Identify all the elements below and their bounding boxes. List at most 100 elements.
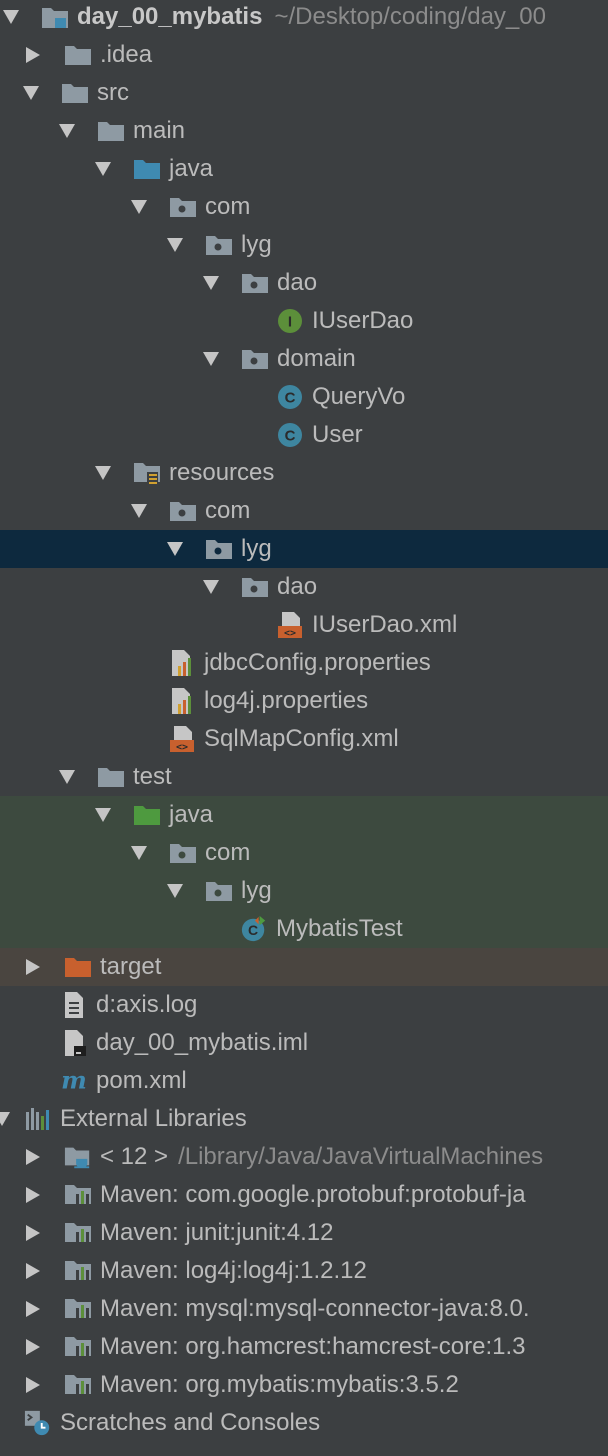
tree-row-iml[interactable]: day_00_mybatis.iml	[0, 1024, 608, 1062]
svg-text:C: C	[285, 390, 296, 407]
tree-row-res-lyg-selected[interactable]: lyg	[0, 530, 608, 568]
tree-row-library[interactable]: Maven: com.google.protobuf:protobuf-ja	[0, 1176, 608, 1214]
expand-arrow-icon[interactable]	[167, 884, 183, 898]
expand-arrow-icon[interactable]	[3, 10, 19, 24]
jdk-folder-icon	[64, 1143, 92, 1171]
svg-text:m: m	[61, 1067, 87, 1094]
tree-row-library[interactable]: Maven: org.mybatis:mybatis:3.5.2	[0, 1366, 608, 1404]
collapse-arrow-icon[interactable]	[26, 1377, 40, 1393]
tree-row-library[interactable]: Maven: junit:junit:4.12	[0, 1214, 608, 1252]
libraries-icon	[24, 1105, 52, 1133]
tree-label: User	[312, 421, 363, 448]
expand-arrow-icon[interactable]	[131, 200, 147, 214]
expand-arrow-icon[interactable]	[0, 1112, 10, 1126]
properties-file-icon	[168, 687, 196, 715]
tree-row-domain[interactable]: domain	[0, 340, 608, 378]
tree-row-target[interactable]: target	[0, 948, 608, 986]
tree-row-scratches[interactable]: Scratches and Consoles	[0, 1404, 608, 1442]
collapse-arrow-icon[interactable]	[26, 1301, 40, 1317]
expand-arrow-icon[interactable]	[167, 238, 183, 252]
tree-row-mybatistest[interactable]: C MybatisTest	[0, 910, 608, 948]
tree-label: Maven: org.mybatis:mybatis:3.5.2	[100, 1371, 459, 1398]
expand-arrow-icon[interactable]	[203, 580, 219, 594]
library-icon	[64, 1219, 92, 1247]
folder-icon	[97, 117, 125, 145]
tree-row-iuserdao-xml[interactable]: <> IUserDao.xml	[0, 606, 608, 644]
tree-row-test[interactable]: test	[0, 758, 608, 796]
expand-arrow-icon[interactable]	[59, 124, 75, 138]
tree-row-jdk[interactable]: < 12 > /Library/Java/JavaVirtualMachines	[0, 1138, 608, 1176]
tree-label: log4j.properties	[204, 687, 369, 714]
tree-row-library[interactable]: Maven: mysql:mysql-connector-java:8.0.	[0, 1290, 608, 1328]
library-icon	[64, 1295, 92, 1323]
tree-row-dao[interactable]: dao	[0, 264, 608, 302]
resources-folder-icon	[133, 459, 161, 487]
collapse-arrow-icon[interactable]	[26, 1225, 40, 1241]
expand-arrow-icon[interactable]	[131, 846, 147, 860]
tree-row-lyg[interactable]: lyg	[0, 226, 608, 264]
tree-row-library[interactable]: Maven: org.hamcrest:hamcrest-core:1.3	[0, 1328, 608, 1366]
test-class-icon: C	[240, 915, 268, 943]
expand-arrow-icon[interactable]	[95, 808, 111, 822]
tree-row-test-java[interactable]: java	[0, 796, 608, 834]
tree-row-res-dao[interactable]: dao	[0, 568, 608, 606]
tree-row-main-java[interactable]: java	[0, 150, 608, 188]
tree-row-idea[interactable]: .idea	[0, 36, 608, 74]
svg-text:<>: <>	[176, 742, 188, 753]
tree-row-resources[interactable]: resources	[0, 454, 608, 492]
package-icon	[169, 839, 197, 867]
tree-label: resources	[169, 459, 275, 486]
tree-row-log4j-properties[interactable]: log4j.properties	[0, 682, 608, 720]
tree-row-queryvo[interactable]: C QueryVo	[0, 378, 608, 416]
tree-label: main	[133, 117, 186, 144]
collapse-arrow-icon[interactable]	[26, 1187, 40, 1203]
tree-row-test-lyg[interactable]: lyg	[0, 872, 608, 910]
expand-arrow-icon[interactable]	[131, 504, 147, 518]
tree-label: dao	[277, 573, 318, 600]
tree-label: MybatisTest	[276, 915, 403, 942]
tree-row-user[interactable]: C User	[0, 416, 608, 454]
expand-arrow-icon[interactable]	[203, 276, 219, 290]
tree-row-iuserdao[interactable]: I IUserDao	[0, 302, 608, 340]
collapse-arrow-icon[interactable]	[26, 1339, 40, 1355]
tree-row-res-com[interactable]: com	[0, 492, 608, 530]
collapse-arrow-icon[interactable]	[26, 1263, 40, 1279]
expand-arrow-icon[interactable]	[95, 466, 111, 480]
library-icon	[64, 1371, 92, 1399]
tree-label: External Libraries	[60, 1105, 247, 1132]
tree-row-project-root[interactable]: day_00_mybatis ~/Desktop/coding/day_00	[0, 0, 608, 36]
xml-file-icon: <>	[168, 725, 196, 753]
jdk-path: /Library/Java/JavaVirtualMachines	[178, 1143, 544, 1170]
interface-icon: I	[276, 307, 304, 335]
tree-label: IUserDao.xml	[312, 611, 458, 638]
tree-row-sqlmapconfig-xml[interactable]: <> SqlMapConfig.xml	[0, 720, 608, 758]
tree-row-axis-log[interactable]: d:axis.log	[0, 986, 608, 1024]
tree-row-library[interactable]: Maven: log4j:log4j:1.2.12	[0, 1252, 608, 1290]
collapse-arrow-icon[interactable]	[26, 47, 40, 63]
tree-label: Scratches and Consoles	[60, 1409, 321, 1436]
expand-arrow-icon[interactable]	[203, 352, 219, 366]
collapse-arrow-icon[interactable]	[26, 1149, 40, 1165]
package-icon	[241, 345, 269, 373]
expand-arrow-icon[interactable]	[167, 542, 183, 556]
tree-label: Maven: log4j:log4j:1.2.12	[100, 1257, 367, 1284]
tree-label: jdbcConfig.properties	[204, 649, 431, 676]
tree-row-com[interactable]: com	[0, 188, 608, 226]
folder-icon	[97, 763, 125, 791]
excluded-folder-icon	[64, 953, 92, 981]
tree-row-jdbc-properties[interactable]: jdbcConfig.properties	[0, 644, 608, 682]
expand-arrow-icon[interactable]	[23, 86, 39, 100]
tree-row-pom[interactable]: m pom.xml	[0, 1062, 608, 1100]
tree-row-src[interactable]: src	[0, 74, 608, 112]
svg-text:C: C	[285, 428, 296, 445]
tree-row-test-com[interactable]: com	[0, 834, 608, 872]
expand-arrow-icon[interactable]	[59, 770, 75, 784]
tree-row-main[interactable]: main	[0, 112, 608, 150]
tree-row-external-libraries[interactable]: External Libraries	[0, 1100, 608, 1138]
expand-arrow-icon[interactable]	[95, 162, 111, 176]
tree-label: pom.xml	[96, 1067, 187, 1094]
svg-text:<>: <>	[284, 628, 296, 639]
module-folder-icon	[41, 3, 69, 31]
collapse-arrow-icon[interactable]	[26, 959, 40, 975]
